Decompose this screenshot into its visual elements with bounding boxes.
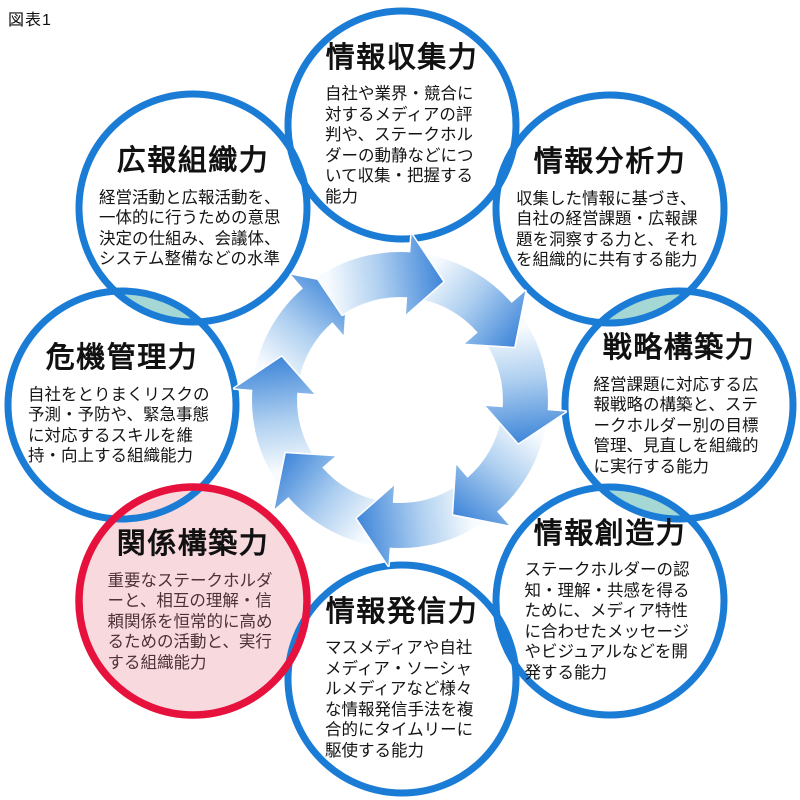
circle-fills <box>8 11 793 793</box>
blue-circle-outlines <box>4 7 797 797</box>
figure-label: 図表1 <box>8 12 52 29</box>
highlight-circle-outline <box>75 483 311 719</box>
highlight-circle-fill <box>79 487 307 715</box>
